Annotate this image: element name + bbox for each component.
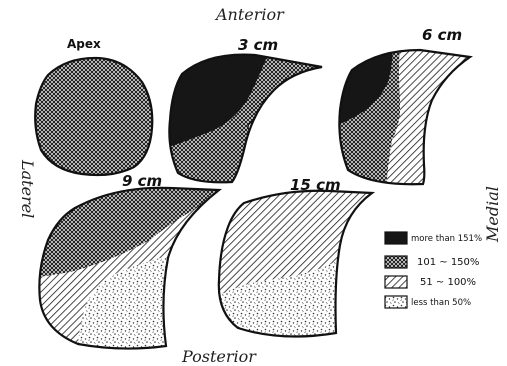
legend-swatch-diagonal <box>385 276 407 288</box>
section-label-apex: Apex <box>67 37 101 51</box>
legend-item-101-150: 101 ~ 150% <box>385 256 479 268</box>
section-3cm: 3 cm <box>160 36 330 190</box>
section-label-3cm: 3 cm <box>238 36 278 54</box>
section-apex: Apex <box>35 37 152 175</box>
legend-label: 101 ~ 150% <box>417 257 479 268</box>
legend-label: more than 151% <box>411 234 482 244</box>
legend-item-51-100: 51 ~ 100% <box>385 276 476 288</box>
section-15cm: 15 cm <box>210 176 380 345</box>
legend-swatch-stipple <box>385 296 407 308</box>
legend-swatch-crosshatch <box>385 256 407 268</box>
legend-label: 51 ~ 100% <box>420 277 476 288</box>
legend-swatch-black <box>385 232 407 244</box>
anterior-label: Anterior <box>214 5 285 24</box>
section-label-6cm: 6 cm <box>422 26 462 44</box>
legend-label: less than 50% <box>411 298 471 308</box>
lateral-label: Laterel <box>18 159 37 218</box>
legend-item-more-than-151: more than 151% <box>385 232 482 244</box>
section-6cm: 6 cm <box>330 26 480 190</box>
posterior-label: Posterior <box>181 347 257 366</box>
legend-item-less-than-50: less than 50% <box>385 296 471 308</box>
apex-region-crosshatch <box>35 58 152 175</box>
medial-label: Medial <box>483 186 502 243</box>
section-9cm: 9 cm <box>30 172 230 355</box>
legend: more than 151% 101 ~ 150% 51 ~ 100% less… <box>385 232 482 308</box>
